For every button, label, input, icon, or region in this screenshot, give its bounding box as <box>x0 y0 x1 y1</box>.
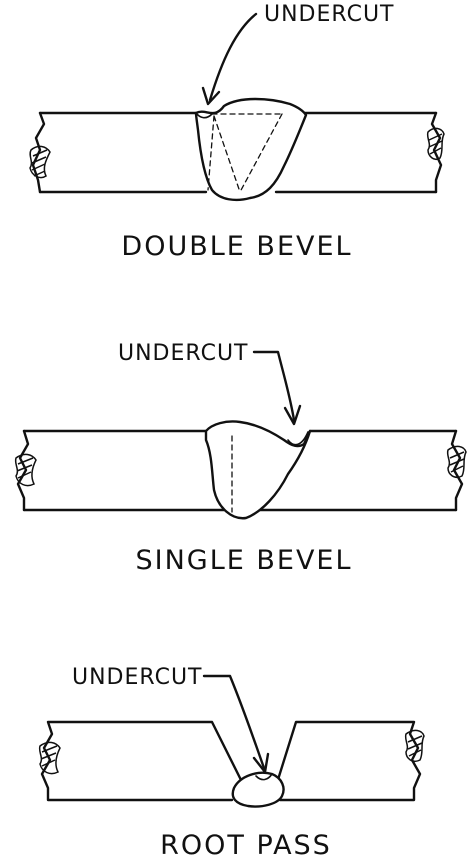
single-bevel-left-hatch <box>14 453 37 487</box>
single-bevel-left-break <box>16 429 30 512</box>
root-pass-caption: ROOT PASS <box>160 830 332 860</box>
double-bevel-undercut-label: UNDERCUT <box>264 2 395 27</box>
single-bevel-undercut-label: UNDERCUT <box>118 341 249 366</box>
root-pass-weld-bead <box>231 771 285 808</box>
single-bevel-caption: SINGLE BEVEL <box>135 545 352 576</box>
double-bevel-arrowhead <box>201 86 221 106</box>
root-pass-left-hatch <box>38 741 61 775</box>
root-pass-arrowhead <box>252 752 270 774</box>
single-bevel-weld-bead <box>204 420 312 520</box>
double-bevel-bevel-lines <box>207 113 283 193</box>
root-pass-undercut-label: UNDERCUT <box>72 665 203 690</box>
double-bevel-undercut-notch <box>195 112 213 119</box>
double-bevel-right-hatch <box>426 127 445 161</box>
root-pass-undercut-notch <box>255 773 273 781</box>
single-bevel-right-hatch <box>446 445 467 479</box>
double-bevel-weld-bead <box>194 97 308 202</box>
root-pass-left-plate <box>40 720 246 802</box>
double-bevel-caption: DOUBLE BEVEL <box>121 231 352 262</box>
single-bevel-undercut-notch <box>287 431 309 446</box>
single-bevel-figure: UNDERCUT SINGLE BEVEL <box>14 341 467 576</box>
root-pass-right-plate <box>274 720 422 802</box>
root-pass-figure: UNDERCUT ROOT PASS <box>38 665 425 860</box>
double-bevel-figure: UNDERCUT DOUBLE BEVEL <box>29 2 445 262</box>
double-bevel-left-hatch <box>29 145 51 179</box>
single-bevel-undercut-leader <box>252 350 296 422</box>
root-pass-right-hatch <box>404 729 425 763</box>
single-bevel-arrowhead <box>283 404 302 426</box>
double-bevel-right-break <box>430 111 443 194</box>
double-bevel-left-break <box>31 111 46 194</box>
double-bevel-undercut-leader <box>208 12 258 102</box>
root-pass-undercut-leader <box>202 674 266 770</box>
